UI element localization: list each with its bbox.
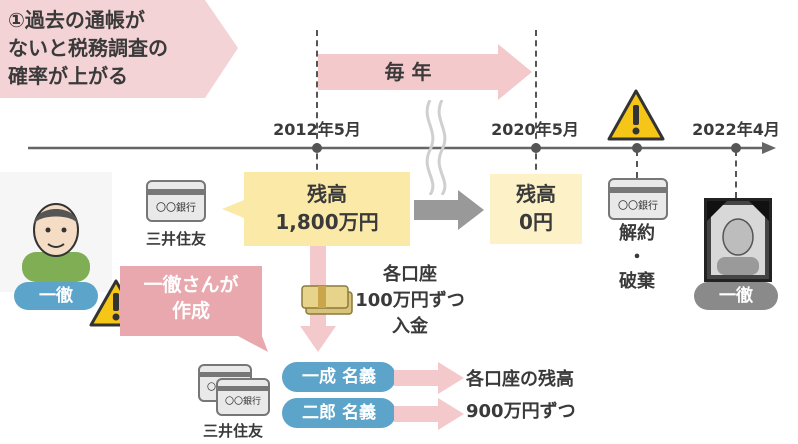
gray-arrow — [414, 190, 484, 230]
cancel-text: 解約 ・ 破棄 — [604, 222, 670, 294]
bank-card-icon-bottom-2: 〇〇銀行 — [216, 378, 270, 416]
dash-cancel — [636, 150, 638, 178]
bank-card-icon: 〇〇銀行 — [146, 180, 206, 222]
created-line-2: 作成 — [171, 300, 210, 322]
balance-1800-value: 1,800万円 — [275, 210, 379, 234]
bank-card-text: 〇〇銀行 — [156, 203, 196, 214]
account-arrow-1 — [394, 362, 464, 394]
dash-2020 — [535, 30, 537, 180]
deposit-text: 各口座 100万円ずつ 入金 — [350, 262, 470, 340]
result-line-2: 900万円ずつ — [466, 401, 576, 422]
deposit-line-3: 入金 — [392, 316, 428, 337]
person-right-label: 一徹 — [694, 282, 778, 310]
balance-zero-title: 残高 — [516, 182, 556, 206]
money-icon — [301, 285, 353, 315]
balance-1800: 残高 1,800万円 — [244, 180, 410, 236]
date-2022: 2022年4月 — [692, 120, 780, 139]
every-year-label: 毎 年 — [384, 60, 432, 84]
bank-card-text-b2: 〇〇銀行 — [224, 397, 261, 407]
result-text: 各口座の残高 900万円ずつ — [466, 364, 616, 428]
cancel-dot: ・ — [628, 247, 646, 268]
cancel-line-1: 解約 — [619, 223, 655, 244]
note-line-1: ①過去の通帳が — [8, 8, 145, 32]
person-icon — [22, 203, 90, 282]
created-text: 一徹さんが 作成 — [120, 272, 262, 324]
bank-card-icon-right: 〇〇銀行 — [608, 178, 668, 220]
account-pill-1: 一成 名義 — [282, 362, 396, 392]
timeline — [28, 142, 776, 154]
note-text: ①過去の通帳が ないと税務調査の 確率が上がる — [8, 6, 168, 90]
every-year-arrow — [318, 44, 532, 100]
bank-name-top: 三井住友 — [145, 230, 206, 248]
dash-2022 — [735, 150, 737, 198]
note-line-2: ないと税務調査の — [8, 36, 168, 60]
date-2012: 2012年5月 — [273, 120, 361, 139]
account-arrow-2 — [394, 398, 464, 430]
dash-2012 — [316, 30, 318, 180]
portrait-icon — [707, 201, 769, 275]
created-callout-shape — [120, 266, 268, 352]
balance-zero: 残高 0円 — [490, 180, 582, 236]
balance-1800-title: 残高 — [307, 182, 347, 206]
account-pill-2: 二郎 名義 — [282, 398, 396, 428]
warning-icon — [607, 89, 665, 141]
break-mark — [425, 100, 447, 195]
deposit-line-1: 各口座 — [383, 264, 437, 285]
balance-zero-value: 0円 — [519, 210, 553, 234]
portrait-frame — [704, 198, 772, 282]
bank-name-bottom: 三井住友 — [202, 422, 263, 440]
note-line-3: 確率が上がる — [8, 64, 128, 88]
cancel-line-2: 破棄 — [619, 271, 655, 292]
bank-card-text-right: 〇〇銀行 — [618, 201, 658, 212]
person-left-label: 一徹 — [14, 282, 98, 310]
balance-box-shape — [222, 172, 410, 246]
deposit-line-2: 100万円ずつ — [355, 290, 465, 311]
result-line-1: 各口座の残高 — [466, 369, 574, 390]
date-2020: 2020年5月 — [491, 120, 579, 139]
note-tag-shape — [0, 0, 238, 98]
balance-zero-box — [490, 174, 582, 244]
created-line-1: 一徹さんが — [143, 274, 239, 296]
